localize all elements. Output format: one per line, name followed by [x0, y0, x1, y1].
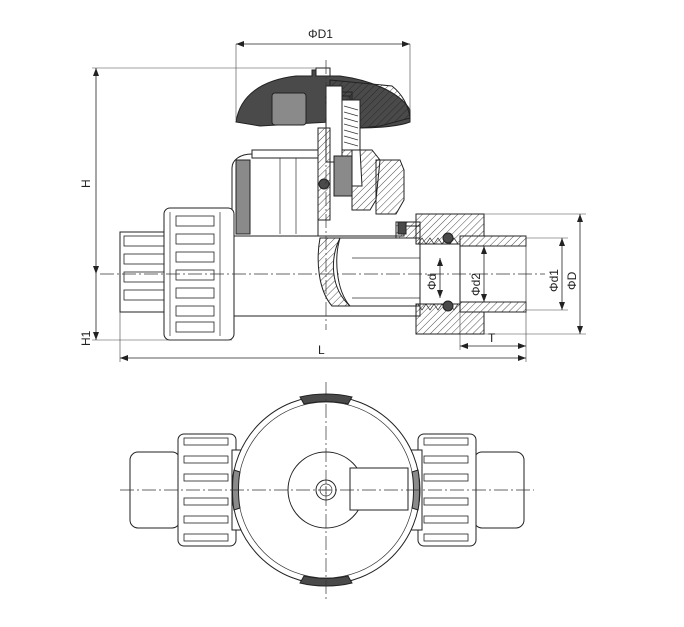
tail-piece-top: [459, 235, 527, 247]
handwheel-hub: [271, 92, 307, 126]
label-h1: H1: [79, 330, 93, 346]
body-flow-channel: [336, 237, 421, 307]
bonnet-rib-left: [235, 159, 251, 235]
o-ring-top: [442, 232, 454, 244]
label-phi-d: Φd: [425, 274, 439, 290]
handwheel-cap: [315, 67, 331, 77]
bonnet-section: [317, 85, 405, 221]
top-view: [120, 382, 534, 600]
label-phi-big-d: ΦD: [565, 271, 579, 290]
dimension-labels: ΦD1 H H1 L T Φd Φd2 Φd1 ΦD: [79, 27, 579, 357]
o-ring-bonnet: [318, 178, 330, 190]
dimension-lines: [92, 41, 586, 362]
label-l: L: [318, 343, 325, 357]
top-indicator-block: [349, 467, 409, 511]
right-union-nut: [415, 213, 527, 335]
label-t: T: [488, 331, 496, 345]
label-phi-d1-side: Φd1: [547, 269, 561, 292]
handwheel: [235, 67, 411, 129]
o-ring-bottom: [442, 300, 454, 312]
label-h: H: [79, 179, 93, 188]
side-view: [100, 60, 545, 341]
bonnet-body: [231, 149, 330, 237]
label-phi-d1: ΦD1: [308, 27, 333, 41]
tail-piece-bottom: [459, 301, 527, 313]
stem-thread: [343, 105, 359, 147]
label-phi-d2: Φd2: [469, 273, 483, 296]
